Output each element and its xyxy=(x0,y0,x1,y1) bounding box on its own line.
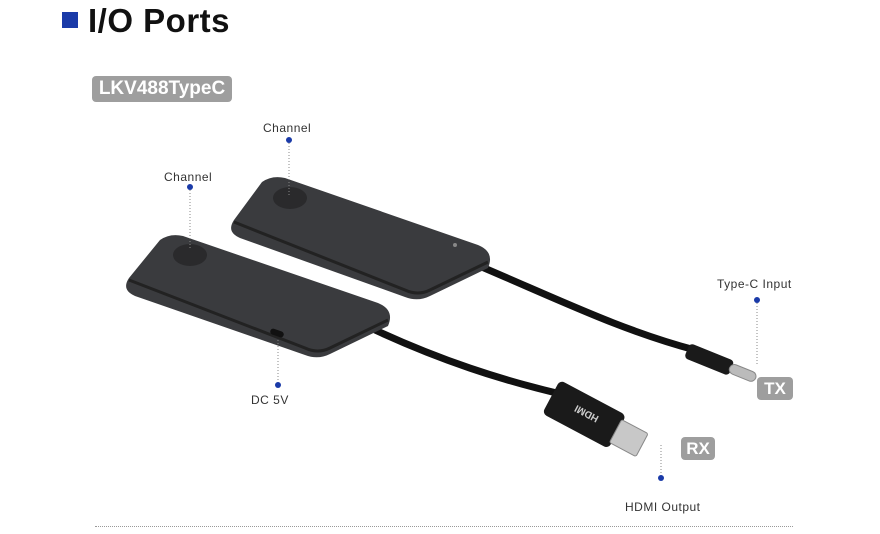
channel-rx-dot xyxy=(187,184,193,190)
divider xyxy=(95,526,793,527)
hdmi-connector: HDMI xyxy=(543,381,648,457)
title-bullet-icon xyxy=(62,12,78,28)
tx-device xyxy=(231,177,491,300)
channel-tx-label: Channel xyxy=(263,121,312,135)
tx-badge: TX xyxy=(757,377,793,400)
channel-rx-label: Channel xyxy=(164,170,213,184)
model-badge: LKV488TypeC xyxy=(92,76,232,102)
dc-dot xyxy=(275,382,281,388)
rx-badge: RX xyxy=(681,437,715,460)
hdmi-output-label: HDMI Output xyxy=(625,500,701,514)
rx-cable xyxy=(373,326,566,399)
channel-tx-dot xyxy=(286,137,292,143)
type-c-dot xyxy=(754,297,760,303)
tx-cable xyxy=(468,258,696,354)
page-title: I/O Ports xyxy=(88,2,231,39)
hdmi-dot xyxy=(658,475,664,481)
type-c-connector xyxy=(685,344,757,382)
type-c-input-label: Type-C Input xyxy=(717,277,792,291)
dc-5v-label: DC 5V xyxy=(251,393,289,407)
rx-device xyxy=(126,235,391,358)
